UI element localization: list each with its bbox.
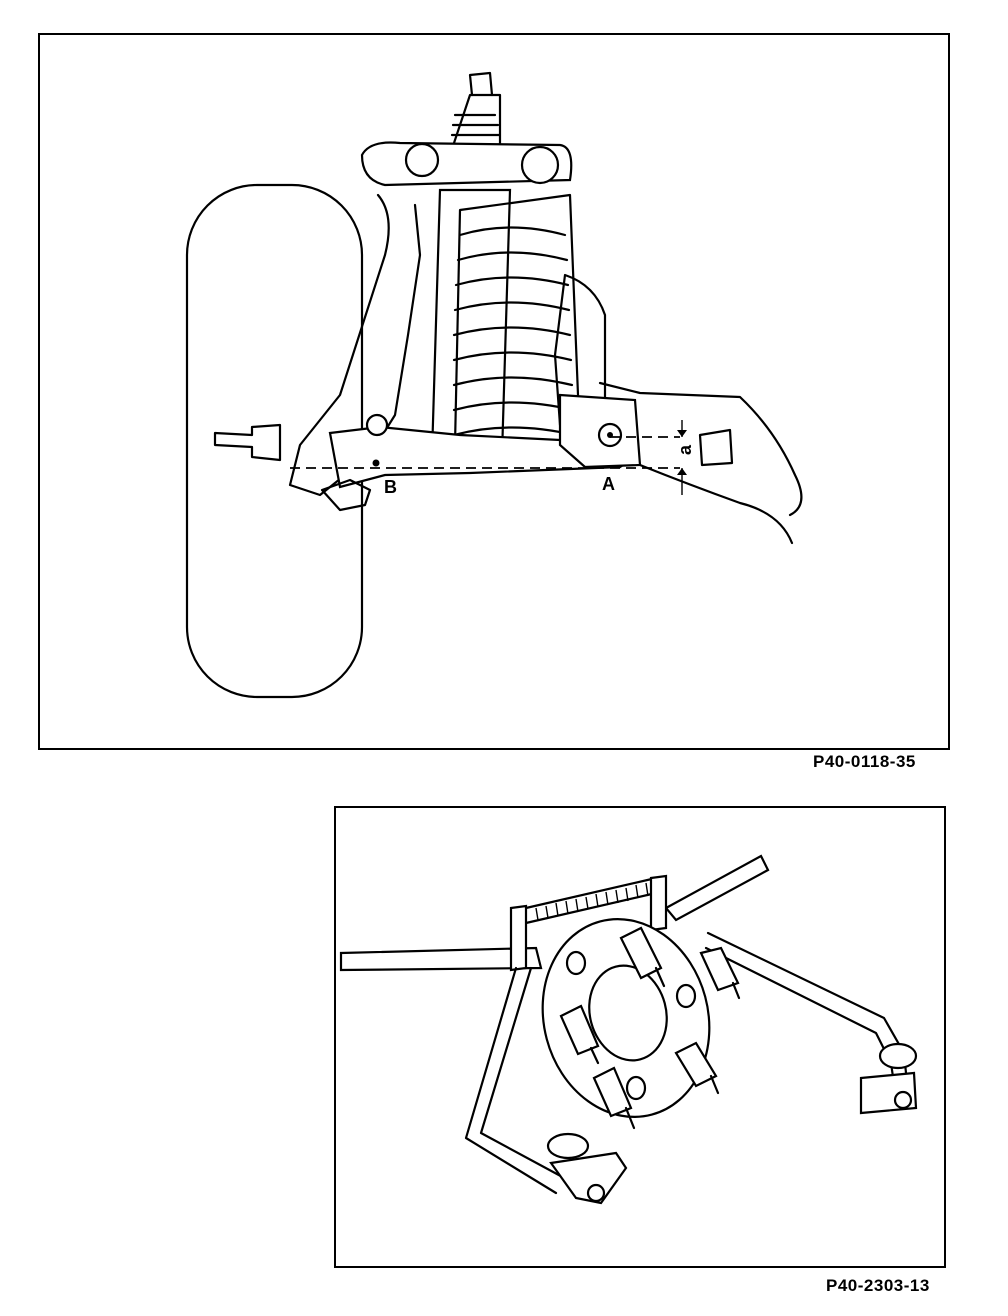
stub-axle <box>213 423 282 462</box>
shock-boot-ribs <box>449 113 502 147</box>
suspension-diagram: B A a <box>185 71 803 699</box>
gauge-screw-left <box>586 1183 606 1203</box>
hub-hole <box>675 983 697 1009</box>
gauge-bar-top <box>664 854 770 922</box>
spring-post-left <box>509 904 528 972</box>
hub-tool-diagram-frame <box>334 806 946 1268</box>
spring-post-right <box>649 874 668 932</box>
label-b: B <box>384 477 397 497</box>
suspension-diagram-frame: B A a <box>38 33 950 750</box>
gauge-arm-left <box>464 966 558 1195</box>
wheel-studs <box>559 926 741 1130</box>
gauge-arm-right-inner <box>706 931 910 1095</box>
strut-rod-top <box>468 71 494 97</box>
gauge-knob-right <box>878 1042 918 1070</box>
gauge-bar-left <box>339 946 543 972</box>
upper-mount-hole-right <box>520 145 560 185</box>
gauge-knob-left <box>546 1132 590 1160</box>
gauge-arm-left-inner <box>479 966 570 1182</box>
ball-joint-clamp <box>320 478 372 512</box>
figure-1-caption: P40-0118-35 <box>813 752 916 771</box>
gauge-arm-right <box>704 946 898 1100</box>
figure-2-caption: P40-2303-13 <box>826 1276 930 1295</box>
frame-bracket <box>698 428 734 467</box>
gauge-screw-right <box>893 1090 913 1110</box>
strut-tube <box>430 188 512 457</box>
body-line-lower <box>638 463 794 545</box>
label-dimension-a: a <box>675 444 695 455</box>
body-line-upper <box>598 381 803 517</box>
gauge-foot-left <box>549 1151 628 1205</box>
upper-mount-hole-left <box>404 142 440 178</box>
coil-spring <box>452 193 582 447</box>
hub-hole <box>625 1075 647 1101</box>
tension-spring-coils <box>535 882 649 921</box>
label-a: A <box>602 474 615 494</box>
hub-tool-diagram <box>339 854 918 1205</box>
hub-center-bore <box>588 964 668 1062</box>
ball-joint-bolt <box>365 413 389 437</box>
hub-hole <box>565 950 587 976</box>
point-b-marker <box>372 459 380 467</box>
spring-outline <box>524 876 658 925</box>
